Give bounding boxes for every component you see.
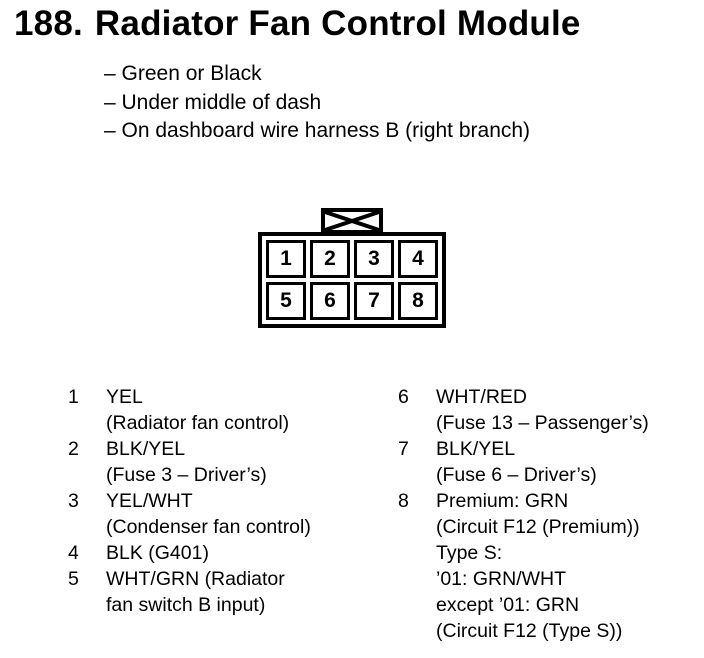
note-harness: On dashboard wire harness B (right branc… — [104, 117, 531, 146]
connector-pin: 1 — [266, 240, 306, 278]
pin-number: 2 — [68, 438, 79, 460]
connector-pin: 6 — [310, 282, 350, 320]
pin-number: 1 — [68, 386, 79, 408]
pin-description: (Fuse 6 – Driver’s) — [436, 464, 597, 486]
connector-pin: 8 — [398, 282, 438, 320]
connector-pin: 3 — [354, 240, 394, 278]
pinout-entry: 6 WHT/RED (Fuse 13 – Passenger’s) — [398, 384, 649, 436]
pin-number: 6 — [398, 386, 409, 408]
pinout-entry: 8 Premium: GRN (Circuit F12 (Premium)) T… — [398, 488, 649, 644]
pin-wire: YEL — [106, 386, 143, 408]
pin-number: 4 — [68, 542, 79, 564]
pin-description: (Radiator fan control) — [106, 412, 290, 434]
section-title: Radiator Fan Control Module — [94, 4, 581, 43]
pinout-list-right: 6 WHT/RED (Fuse 13 – Passenger’s) 7 BLK/… — [398, 384, 649, 644]
pin-wire: BLK/YEL — [106, 438, 186, 460]
pin-number: 8 — [398, 490, 409, 512]
note-color: Green or Black — [104, 60, 530, 89]
pin-wire: BLK (G401) — [106, 542, 209, 564]
pin-wire: Premium: GRN — [436, 490, 569, 512]
pinout-entry: 3 YEL/WHT (Condenser fan control) — [68, 488, 311, 540]
pin-description: (Circuit F12 (Premium)) — [436, 516, 640, 538]
pin-description: (Fuse 13 – Passenger’s) — [436, 412, 649, 434]
section-number: 188. — [14, 4, 83, 43]
pin-number: 5 — [68, 568, 79, 590]
pin-description: ’01: GRN/WHT — [436, 568, 567, 590]
note-location: Under middle of dash — [104, 89, 530, 118]
pinout-entry: 2 BLK/YEL (Fuse 3 – Driver’s) — [68, 436, 311, 488]
connector-diagram: 1 2 3 4 5 6 7 8 — [258, 208, 446, 328]
pinout-entry: 5 WHT/GRN (Radiator fan switch B input) — [68, 566, 311, 618]
pin-description: fan switch B input) — [106, 594, 266, 616]
pin-description: (Circuit F12 (Type S)) — [436, 620, 623, 642]
connector-pin: 4 — [398, 240, 438, 278]
pin-number: 3 — [68, 490, 79, 512]
connector-pin: 7 — [354, 282, 394, 320]
location-notes: Green or Black Under middle of dash On d… — [104, 60, 531, 146]
pin-description: (Fuse 3 – Driver’s) — [106, 464, 267, 486]
connector-pin-grid: 1 2 3 4 5 6 7 8 — [258, 232, 446, 328]
pin-description: Type S: — [436, 542, 503, 564]
pinout-entry: 4 BLK (G401) — [68, 540, 311, 566]
pin-wire: YEL/WHT — [106, 490, 193, 512]
pin-wire: BLK/YEL — [436, 438, 516, 460]
pinout-entry: 1 YEL (Radiator fan control) — [68, 384, 311, 436]
pinout-list-left: 1 YEL (Radiator fan control) 2 BLK/YEL (… — [68, 384, 311, 618]
pin-wire: WHT/GRN (Radiator — [106, 568, 285, 590]
pin-description: except ’01: GRN — [436, 594, 580, 616]
pin-wire: WHT/RED — [436, 386, 527, 408]
pin-description: (Condenser fan control) — [106, 516, 311, 538]
connector-pin: 5 — [266, 282, 306, 320]
connector-latch-icon — [321, 208, 383, 232]
page-title: 188. Radiator Fan Control Module — [14, 4, 581, 44]
pin-number: 7 — [398, 438, 409, 460]
connector-pin: 2 — [310, 240, 350, 278]
pinout-entry: 7 BLK/YEL (Fuse 6 – Driver’s) — [398, 436, 649, 488]
